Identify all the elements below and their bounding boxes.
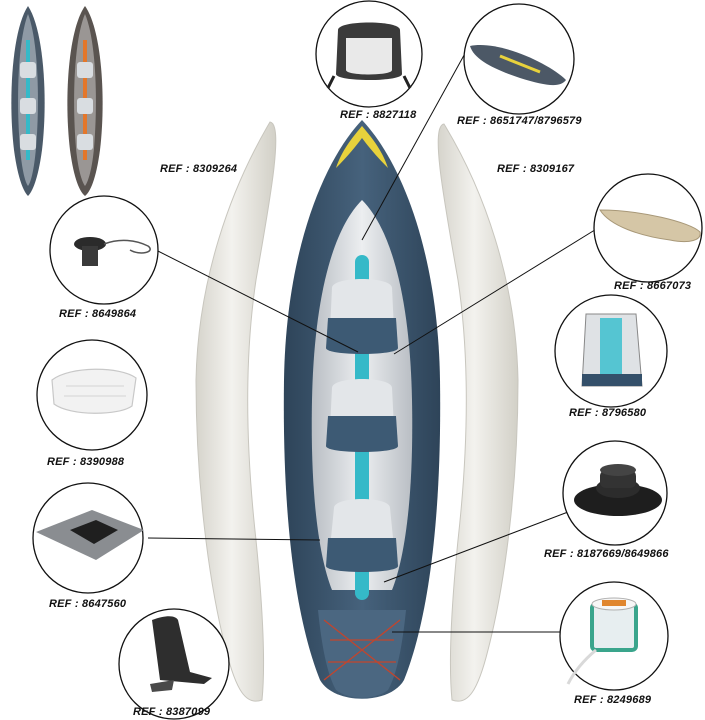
ref-paddle-bag: REF : 8651747/8796579	[457, 115, 582, 127]
ref-pump-hose: REF : 8649864	[59, 308, 137, 320]
ref-tube-right: REF : 8309167	[497, 163, 575, 175]
callout-valve	[562, 440, 668, 546]
ref-fin: REF : 8387099	[133, 706, 211, 718]
callout-cord-spool	[559, 581, 669, 691]
callout-pump-hose	[49, 195, 159, 305]
seat-front	[326, 279, 398, 354]
kayak-hull	[283, 120, 441, 699]
left-side-tube	[195, 121, 277, 702]
thumbnail-orange-kayak	[67, 6, 103, 196]
callout-lines	[147, 47, 599, 633]
fin-icon	[150, 616, 212, 692]
pump-hose-icon	[74, 237, 151, 266]
ref-seat-cushion: REF : 8390988	[47, 456, 125, 468]
seat-rear	[326, 499, 398, 572]
backpack-icon	[581, 313, 643, 387]
repair-patch-icon	[36, 510, 144, 560]
callout-backpack	[554, 294, 668, 408]
cord-spool-icon	[566, 597, 638, 685]
callout-floor-board	[593, 173, 703, 283]
callout-seat-cushion	[36, 339, 148, 451]
valve-icon	[574, 464, 662, 516]
callout-seat-backrest	[315, 0, 423, 108]
callout-paddle-bag	[463, 3, 575, 115]
thumbnail-blue-kayak	[11, 6, 45, 196]
floor-board-icon	[599, 209, 701, 243]
paddle-bag-icon	[470, 45, 566, 86]
callout-fin	[118, 608, 230, 720]
ref-cord-spool: REF : 8249689	[574, 694, 652, 706]
ref-seat-backrest: REF : 8827118	[340, 109, 417, 121]
ref-floor-board: REF : 8667073	[614, 280, 692, 292]
ref-repair-patch: REF : 8647560	[49, 598, 127, 610]
callout-repair-patch	[32, 482, 144, 594]
right-side-tube	[437, 123, 519, 702]
seat-middle	[326, 379, 398, 452]
ref-tube-left: REF : 8309264	[160, 163, 238, 175]
ref-backpack: REF : 8796580	[569, 407, 647, 419]
seat-backrest-icon	[326, 22, 412, 89]
seat-cushion-icon	[51, 368, 137, 414]
ref-valve: REF : 8187669/8649866	[544, 548, 669, 560]
